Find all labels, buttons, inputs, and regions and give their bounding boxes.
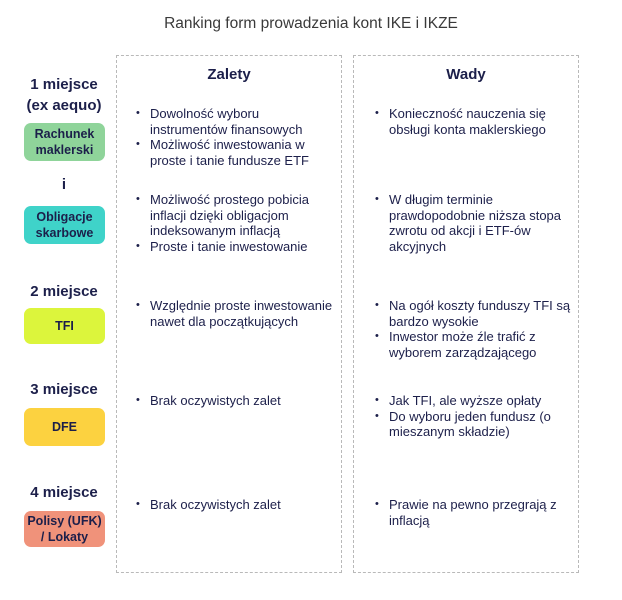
cons-list-tfi: Na ogół koszty funduszy TFI są bardzo wy… <box>375 298 573 360</box>
cons-list-dfe: Jak TFI, ale wyższe opłaty Do wyboru jed… <box>375 393 573 440</box>
cons-column: Wady <box>353 55 579 573</box>
cons-list-maklerski: Konieczność nauczenia się obsługi konta … <box>375 106 573 137</box>
pros-column-header: Zalety <box>207 66 251 83</box>
pros-list-maklerski: Dowolność wyboru instrumentów finansowyc… <box>136 106 336 168</box>
badge-rachunek-maklerski: Rachunek maklerski <box>24 123 105 161</box>
badge-polisy-lokaty: Polisy (UFK) / Lokaty <box>24 511 105 547</box>
badge-label: maklerski <box>35 143 94 157</box>
rank-first-line2: (ex aequo) <box>26 97 102 114</box>
list-item: Inwestor może źle trafić z wyborem zarzą… <box>375 329 573 360</box>
rank-third: 3 miejsce <box>30 381 98 398</box>
cons-column-header: Wady <box>446 66 486 83</box>
pros-column: Zalety <box>116 55 342 573</box>
badge-label: Polisy (UFK) <box>27 514 102 528</box>
list-item: Proste i tanie inwestowanie <box>136 239 336 255</box>
badge-label: / Lokaty <box>40 530 89 544</box>
list-item: Jak TFI, ale wyższe opłaty <box>375 393 573 409</box>
badge-tfi: TFI <box>24 308 105 344</box>
pros-list-obligacje: Możliwość prostego pobicia inflacji dzię… <box>136 192 336 254</box>
list-item: W długim terminie prawdopodobnie niższa … <box>375 192 573 254</box>
list-item: Brak oczywistych zalet <box>136 393 336 409</box>
cons-list-polisy: Prawie na pewno przegrają z inflacją <box>375 497 573 528</box>
pros-list-dfe: Brak oczywistych zalet <box>136 393 336 409</box>
badge-label: skarbowe <box>35 226 94 240</box>
list-item: Do wyboru jeden fundusz (o mieszanym skł… <box>375 409 573 440</box>
rank-first-line1: 1 miejsce <box>30 76 98 93</box>
badge-obligacje-skarbowe: Obligacje skarbowe <box>24 206 105 244</box>
pros-list-polisy: Brak oczywistych zalet <box>136 497 336 513</box>
badge-dfe: DFE <box>24 408 105 446</box>
list-item: Możliwość prostego pobicia inflacji dzię… <box>136 192 336 239</box>
list-item: Konieczność nauczenia się obsługi konta … <box>375 106 573 137</box>
list-item: Brak oczywistych zalet <box>136 497 336 513</box>
rank-fourth: 4 miejsce <box>30 484 98 501</box>
badge-label: Rachunek <box>34 127 95 141</box>
list-item: Prawie na pewno przegrają z inflacją <box>375 497 573 528</box>
badge-label: Obligacje <box>36 210 93 224</box>
pros-list-tfi: Względnie proste inwestowanie nawet dla … <box>136 298 336 329</box>
badge-label: TFI <box>55 319 74 333</box>
cons-list-obligacje: W długim terminie prawdopodobnie niższa … <box>375 192 573 254</box>
list-item: Względnie proste inwestowanie nawet dla … <box>136 298 336 329</box>
rank-and: i <box>61 176 67 193</box>
rank-second: 2 miejsce <box>30 283 98 300</box>
list-item: Możliwość inwestowania w proste i tanie … <box>136 137 336 168</box>
list-item: Na ogół koszty funduszy TFI są bardzo wy… <box>375 298 573 329</box>
list-item: Dowolność wyboru instrumentów finansowyc… <box>136 106 336 137</box>
badge-label: DFE <box>52 420 77 434</box>
rank-first: 1 miejsce (ex aequo) <box>0 74 128 116</box>
page-title: Ranking form prowadzenia kont IKE i IKZE <box>164 15 458 32</box>
